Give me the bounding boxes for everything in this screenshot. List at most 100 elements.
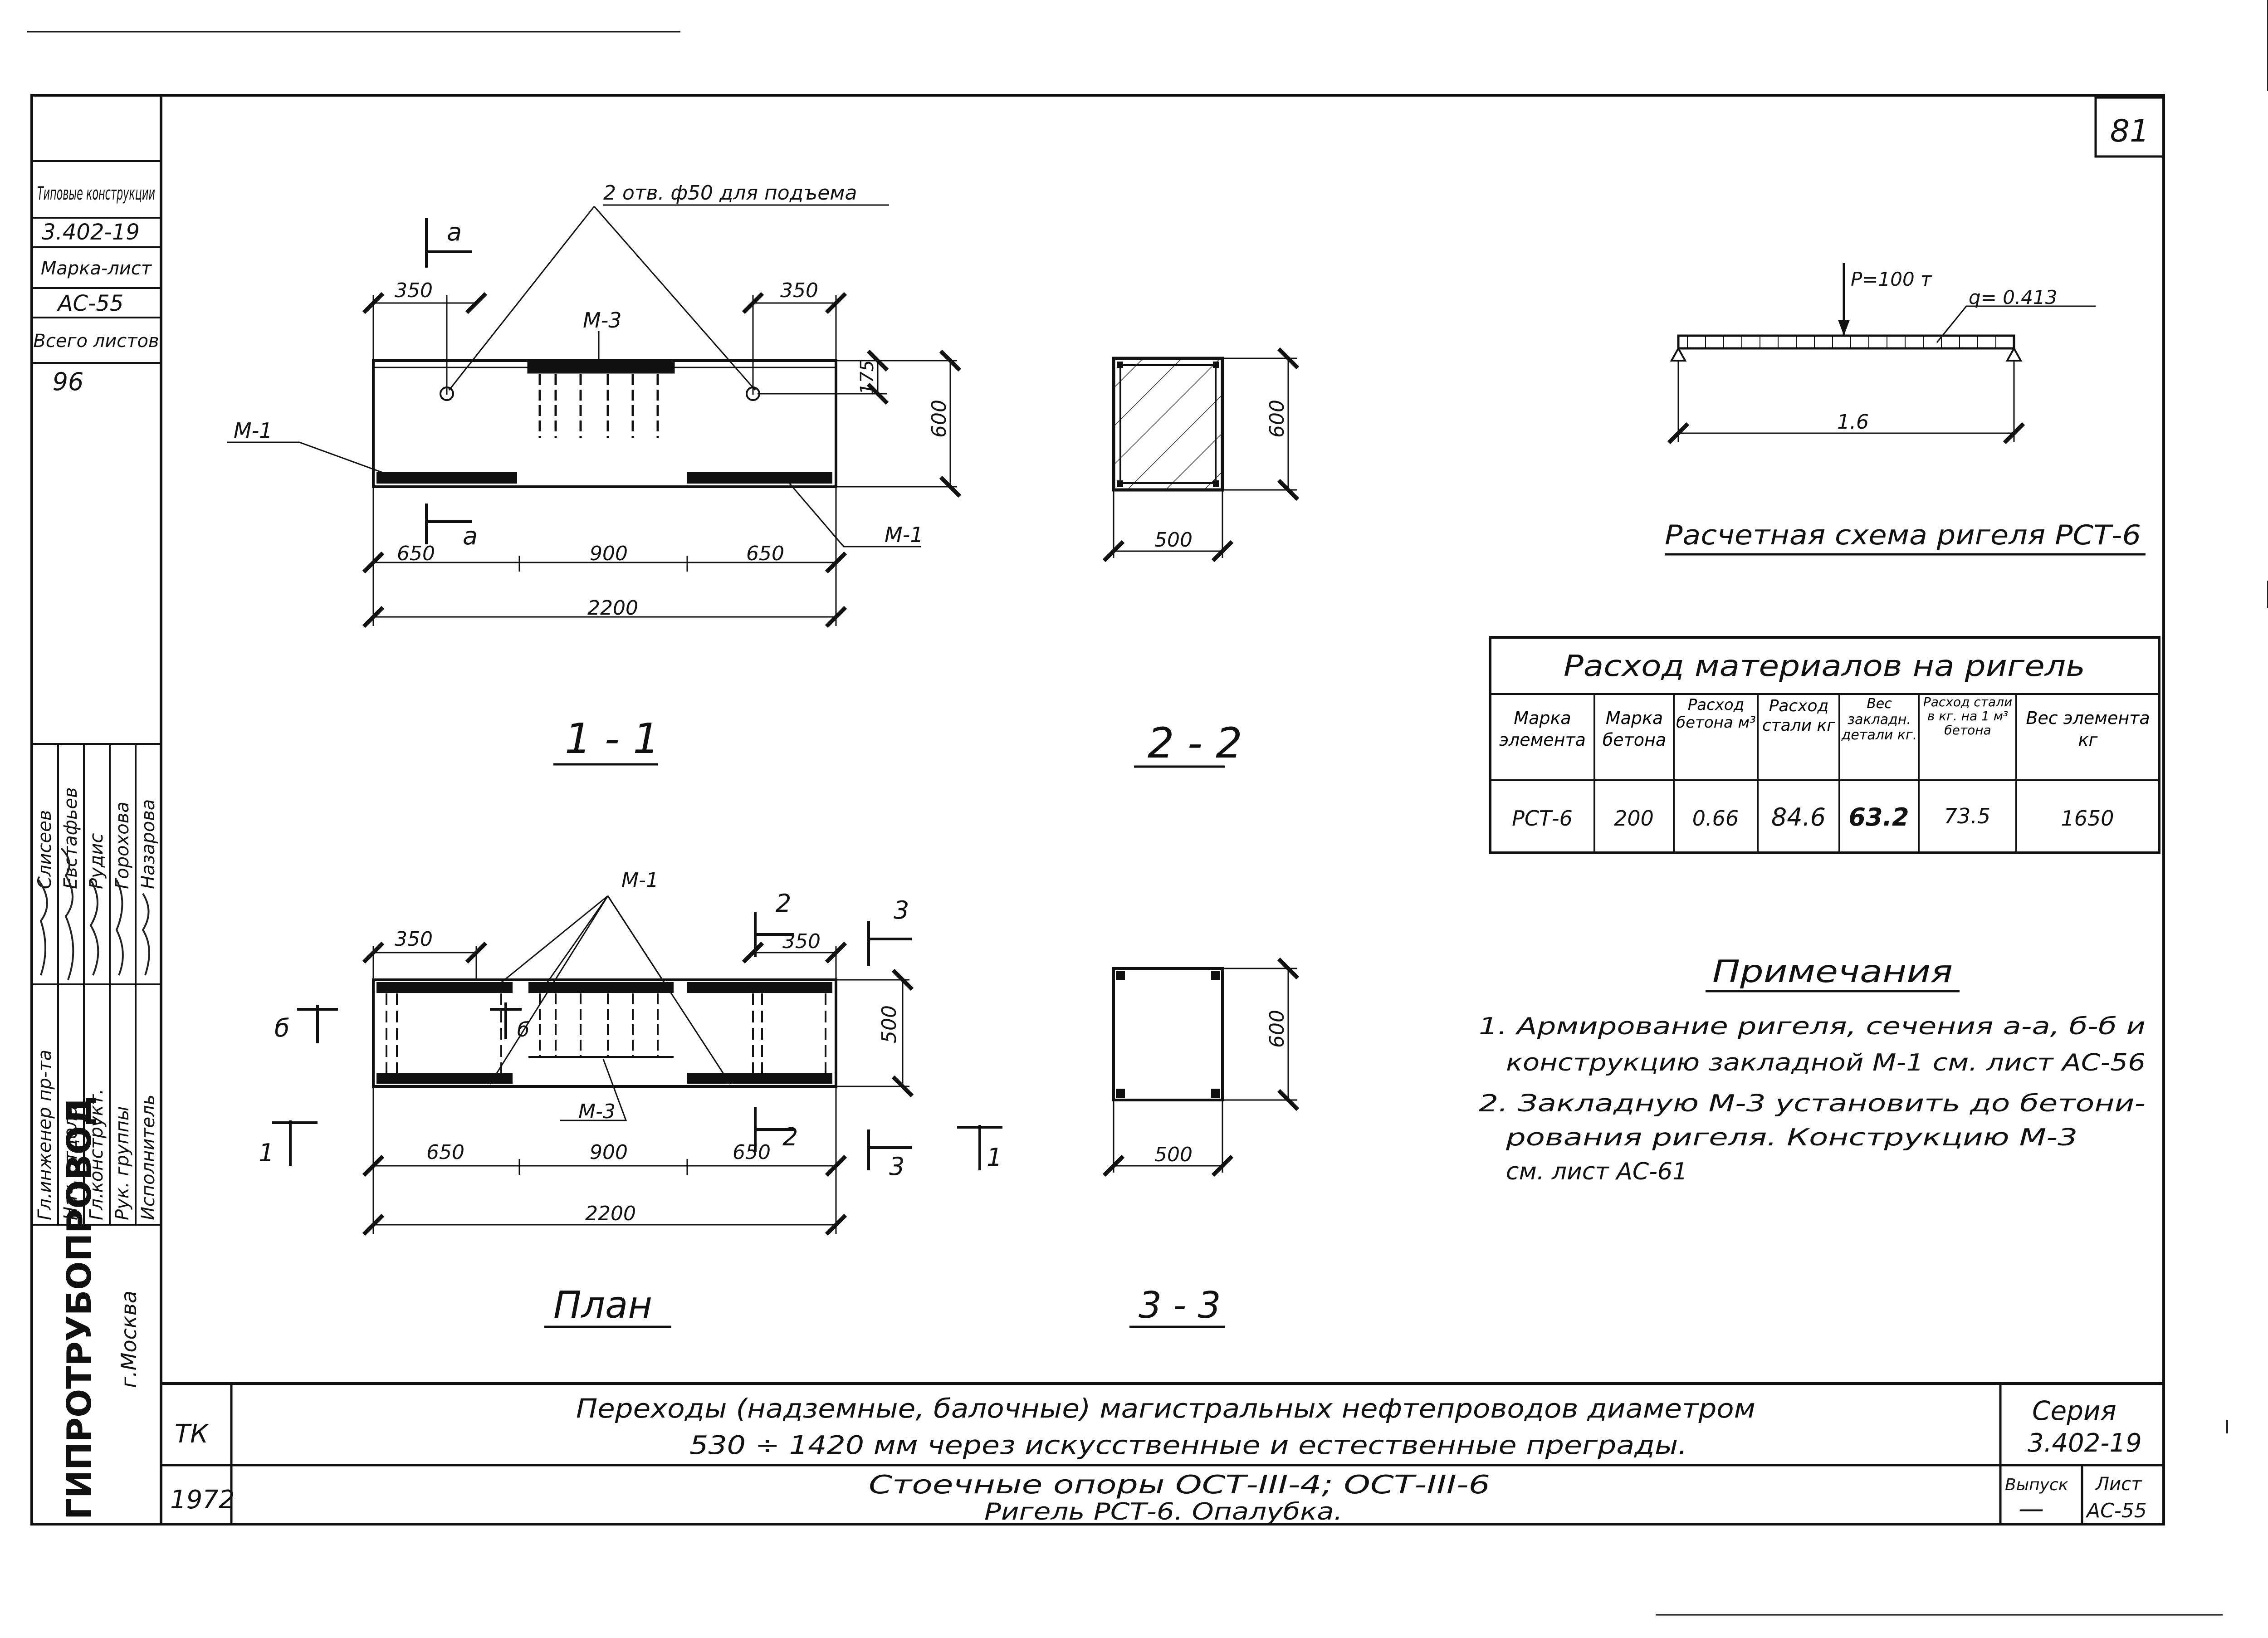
plan-dim-650-left: 650 bbox=[426, 1141, 464, 1164]
tb-tk: ТК bbox=[175, 1419, 209, 1449]
tb-year: 1972 bbox=[170, 1485, 235, 1515]
dim-650-left: 650 bbox=[397, 542, 435, 565]
scan-artifacts bbox=[2226, 0, 2268, 1433]
stamp-name: Горохова bbox=[112, 802, 133, 889]
tb-issue-label: Выпуск bbox=[2005, 1476, 2068, 1494]
td-steel-per-m3: 73.5 bbox=[1944, 804, 1990, 828]
stamp-organization: ГИПРОТРУБОПРОВОД bbox=[60, 1096, 99, 1520]
tb-line-4: Ригель РСТ-6. Опалубка. bbox=[984, 1498, 1343, 1526]
plan-dim-350-left: 350 bbox=[395, 928, 433, 951]
view-section-3-3: 600 500 3 - 3 bbox=[1102, 957, 1300, 1328]
tb-line-3: Стоечные опоры ОСТ-III-4; ОСТ-III-6 bbox=[869, 1470, 1490, 1500]
td-embedded-weight: 63.2 bbox=[1848, 803, 1909, 831]
note-line-5: см. лист АС-61 bbox=[1506, 1158, 1687, 1185]
stamp-role: Гл.инженер пр-та bbox=[34, 1050, 55, 1220]
stamp-city: г.Москва bbox=[117, 1291, 141, 1388]
view-plan: М-1 М-3 б б 1 1 2 2 3 3 bbox=[259, 869, 1002, 1328]
cross-section-3-3-outline bbox=[1112, 967, 1224, 1101]
cut-1-right: 1 bbox=[987, 1143, 1002, 1172]
notes: Примечания 1. Армирование ригеля, сечени… bbox=[1479, 954, 2146, 1185]
plan-dim-650-right: 650 bbox=[733, 1141, 771, 1164]
tb-sheet-value: АС-55 bbox=[2085, 1499, 2147, 1522]
dim-600-2-2: 600 bbox=[1266, 400, 1289, 438]
support-left bbox=[1670, 346, 1687, 362]
cut-1-left: 1 bbox=[259, 1139, 274, 1167]
tb-issue-value: — bbox=[2019, 1494, 2044, 1524]
stamp-total-sheets-value: 96 bbox=[53, 367, 84, 396]
stamp-role: Рук. группы bbox=[112, 1106, 133, 1220]
tb-series-label: Серия bbox=[2032, 1395, 2116, 1426]
plan-dim-350-right: 350 bbox=[782, 930, 821, 953]
stamp-name: Евстафьев bbox=[60, 787, 81, 889]
sheet-number-box: 81 bbox=[2094, 96, 2165, 158]
stamp-series-value: 3.402-19 bbox=[42, 220, 140, 245]
cut-2-top: 2 bbox=[776, 889, 791, 918]
dim-350-right: 350 bbox=[780, 279, 818, 302]
td-steel: 84.6 bbox=[1771, 803, 1826, 831]
stamp-mark-sheet-value: АС-55 bbox=[57, 291, 124, 316]
view-section-2-2: 600 500 2 - 2 bbox=[1102, 347, 1300, 768]
note-line-4: рования ригеля. Конструкцию М-3 bbox=[1505, 1124, 2077, 1151]
view-title-2-2: 2 - 2 bbox=[1148, 719, 1242, 768]
table-title: Расход материалов на ригель bbox=[1564, 650, 2085, 683]
cut-mark-a-bottom: а bbox=[463, 522, 478, 550]
dim-175: 175 bbox=[857, 360, 878, 395]
cross-section-2-2-outline bbox=[1112, 357, 1224, 492]
dim-600-3-3: 600 bbox=[1266, 1010, 1289, 1048]
dim-900: 900 bbox=[590, 542, 628, 565]
dim-500-3-3: 500 bbox=[1154, 1143, 1193, 1166]
tb-line-1: Переходы (надземные, балочные) магистрал… bbox=[576, 1393, 1755, 1424]
td-concrete-mark: 200 bbox=[1614, 806, 1654, 831]
th-embedded-weight: Вес закладн. детали кг. bbox=[1841, 696, 1917, 743]
title-block: ТК 1972 Переходы (надземные, балочные) м… bbox=[161, 1384, 2164, 1526]
stamp-name: Слисеев bbox=[34, 810, 55, 889]
plan-cut-marks bbox=[272, 912, 1002, 1170]
view-title-1-1: 1 - 1 bbox=[565, 714, 660, 763]
th-element-weight: Вес элемента кг bbox=[2026, 708, 2150, 750]
stamp-signatures bbox=[38, 847, 150, 980]
plan-mark-m1: М-1 bbox=[621, 869, 659, 892]
plan-mark-m3: М-3 bbox=[578, 1100, 616, 1123]
td-concrete-volume: 0.66 bbox=[1692, 806, 1739, 831]
scheme-span: 1.6 bbox=[1837, 411, 1869, 434]
load-p-label: Р=100 т bbox=[1851, 268, 1932, 290]
sheet-number: 81 bbox=[2110, 113, 2150, 149]
th-concrete-volume: Расход бетона м³ bbox=[1676, 696, 1756, 732]
cut-b-inner: б bbox=[517, 1018, 529, 1041]
th-steel: Расход стали кг bbox=[1762, 697, 1836, 735]
dim-600: 600 bbox=[928, 400, 951, 438]
view-title-3-3: 3 - 3 bbox=[1139, 1284, 1221, 1326]
th-element-mark: Марка элемента bbox=[1499, 708, 1586, 750]
stamp-name: Рудис bbox=[86, 833, 107, 889]
stamp-role: Нач. отдела bbox=[60, 1105, 81, 1220]
support-right bbox=[2005, 346, 2023, 362]
stamp-role: Исполнитель bbox=[138, 1095, 159, 1220]
plan-dim-500: 500 bbox=[878, 1005, 901, 1043]
view-title-plan: План bbox=[553, 1284, 652, 1327]
mark-m1-left: М-1 bbox=[234, 418, 273, 443]
m1-plate-left bbox=[376, 472, 517, 484]
cut-2-bottom: 2 bbox=[782, 1123, 798, 1151]
cut-mark-a-top: а bbox=[447, 218, 462, 246]
notes-heading: Примечания bbox=[1712, 954, 1953, 990]
dim-350-left: 350 bbox=[395, 279, 433, 302]
tb-series-value: 3.402-19 bbox=[2028, 1428, 2142, 1458]
scheme-title: Расчетная схема ригеля РСТ-6 bbox=[1665, 519, 2141, 551]
stamp-label-mark-sheet: Марка-лист bbox=[41, 258, 152, 279]
th-concrete-mark: Марка бетона bbox=[1602, 708, 1667, 750]
load-q-label: q= 0.413 bbox=[1969, 286, 2057, 308]
note-line-1: 1. Армирование ригеля, сечения а-а, б-б … bbox=[1479, 1013, 2146, 1040]
lifting-holes-note: 2 отв. ф50 для подъема bbox=[603, 181, 857, 205]
beam-plan-outline bbox=[372, 978, 837, 1088]
m3-embedded-part bbox=[527, 359, 675, 438]
mark-m3: М-3 bbox=[583, 308, 622, 332]
note-line-2: конструкцию закладной М-1 см. лист АС-56 bbox=[1506, 1049, 2146, 1076]
tb-line-2: 530 ÷ 1420 мм через искусственные и есте… bbox=[689, 1431, 1687, 1460]
dim-650-right: 650 bbox=[746, 542, 784, 565]
stamp-role: Гл.конструкт. bbox=[86, 1089, 107, 1220]
beam-elevation-outline bbox=[372, 359, 837, 488]
note-line-3: 2. Закладную М-3 установить до бетони- bbox=[1479, 1090, 2146, 1117]
cut-mark-a-a bbox=[425, 218, 472, 544]
view-section-1-1: 2 отв. ф50 для подъема М-3 М-1 М-1 а а bbox=[227, 181, 962, 766]
